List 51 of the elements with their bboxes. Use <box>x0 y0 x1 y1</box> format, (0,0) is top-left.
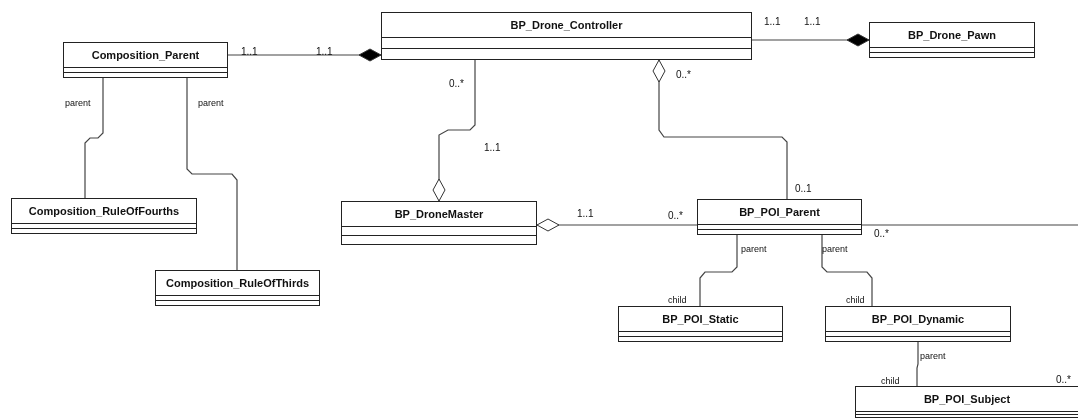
role-label: parent <box>741 243 767 255</box>
class-name: BP_POI_Dynamic <box>826 307 1010 332</box>
association-line <box>84 77 104 199</box>
association-line <box>536 218 698 232</box>
class-name: BP_Drone_Pawn <box>870 23 1034 48</box>
role-label: child <box>881 375 900 387</box>
class-name: BP_Drone_Controller <box>382 13 751 38</box>
multiplicity-label: 0..1 <box>795 183 812 195</box>
multiplicity-label: 1..1 <box>804 16 821 28</box>
multiplicity-label: 1..1 <box>316 46 333 58</box>
role-label: child <box>668 294 687 306</box>
role-label: child <box>846 294 865 306</box>
class-name: BP_DroneMaster <box>342 202 536 227</box>
multiplicity-label: 1..1 <box>577 208 594 220</box>
class-name: Composition_Parent <box>64 43 227 68</box>
multiplicity-label: 0..* <box>449 78 464 90</box>
class-name: BP_POI_Parent <box>698 200 861 225</box>
association-line <box>652 59 788 200</box>
multiplicity-label: 0..* <box>874 228 889 240</box>
class-box <box>697 199 862 235</box>
class-box <box>63 42 228 78</box>
class-box <box>341 201 537 245</box>
class-box <box>155 270 320 306</box>
multiplicity-label: 1..1 <box>241 46 258 58</box>
class-name: Composition_RuleOfFourths <box>12 199 196 224</box>
role-label: parent <box>65 97 91 109</box>
role-label: parent <box>822 243 848 255</box>
association-line <box>432 59 476 202</box>
class-box <box>618 306 783 342</box>
association-line <box>916 341 919 387</box>
association-line <box>861 224 1078 226</box>
class-name: BP_POI_Static <box>619 307 782 332</box>
association-line <box>227 48 382 62</box>
role-label: parent <box>198 97 224 109</box>
class-box <box>855 386 1078 418</box>
association-line <box>186 77 238 271</box>
multiplicity-label: 0..* <box>1056 374 1071 386</box>
multiplicity-label: 0..* <box>668 210 683 222</box>
association-line <box>751 33 870 47</box>
class-box <box>381 12 752 60</box>
class-box <box>869 22 1035 58</box>
class-name: Composition_RuleOfThirds <box>156 271 319 296</box>
multiplicity-label: 1..1 <box>484 142 501 154</box>
multiplicity-label: 0..* <box>676 69 691 81</box>
role-label: parent <box>920 350 946 362</box>
class-box <box>825 306 1011 342</box>
association-line <box>699 234 738 307</box>
multiplicity-label: 1..1 <box>764 16 781 28</box>
class-box <box>11 198 197 234</box>
association-line <box>821 234 873 307</box>
class-name: BP_POI_Subject <box>856 387 1078 412</box>
